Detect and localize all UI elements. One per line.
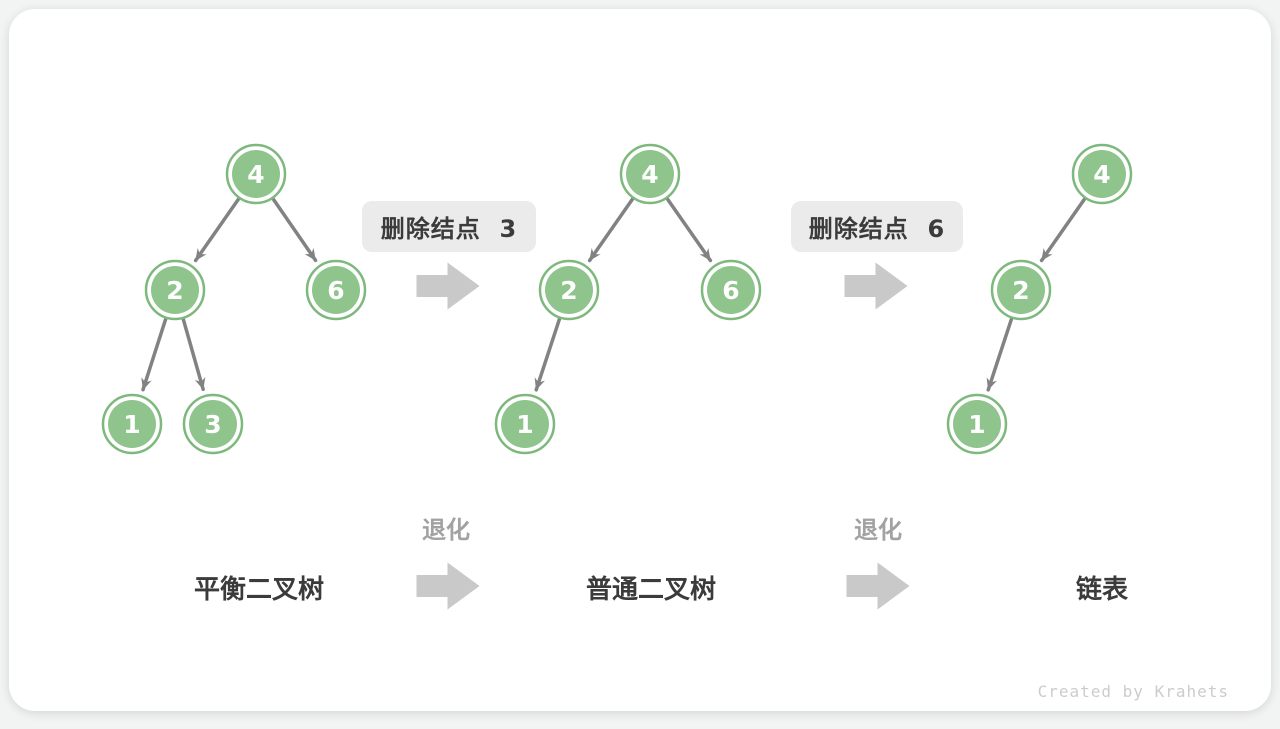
tree-edge xyxy=(143,319,166,390)
tree-diagram-canvas: 4 2 6 1 3 4 2 6 1 4 2 1 xyxy=(9,9,1280,729)
transition-label-delete-node-6: 删除结点 6 xyxy=(791,201,963,252)
tree-node-value: 3 xyxy=(204,410,221,439)
tree-node-value: 6 xyxy=(327,276,344,305)
tree-edge xyxy=(536,319,559,390)
tree-node-4: 4 xyxy=(1073,145,1131,203)
tree-node-value: 2 xyxy=(560,276,577,305)
tree-node-value: 1 xyxy=(968,410,985,439)
tree-node-value: 1 xyxy=(123,410,140,439)
caption-linked-list: 链表 xyxy=(1076,569,1128,606)
caption-ordinary-binary-tree: 普通二叉树 xyxy=(586,569,716,606)
tree-node-value: 4 xyxy=(641,160,658,189)
transition-label-delete-node-3: 删除结点 3 xyxy=(362,201,536,252)
block-arrow xyxy=(845,263,908,310)
tree-node-1: 1 xyxy=(948,395,1006,453)
watermark-credit: Created by Krahets xyxy=(1038,682,1229,701)
tree-node-6: 6 xyxy=(307,261,365,319)
tree-node-2: 2 xyxy=(540,261,598,319)
tree-edge xyxy=(183,319,203,390)
diagram-card: 4 2 6 1 3 4 2 6 1 4 2 1 删除结点 3 删除结点 6 退化 退化 平衡二叉树 普… xyxy=(9,9,1271,711)
tree-edge xyxy=(273,199,316,261)
tree-node-1: 1 xyxy=(496,395,554,453)
tree-node-2: 2 xyxy=(992,261,1050,319)
tree-node-value: 4 xyxy=(247,160,264,189)
tree-edge xyxy=(988,319,1011,390)
tree-node-2: 2 xyxy=(146,261,204,319)
block-arrow xyxy=(847,563,910,610)
caption-balanced-binary-tree: 平衡二叉树 xyxy=(194,569,324,606)
tree-node-3: 3 xyxy=(184,395,242,453)
tree-node-1: 1 xyxy=(103,395,161,453)
tree-edge xyxy=(1042,199,1085,261)
block-arrow xyxy=(417,263,480,310)
tree-node-value: 1 xyxy=(516,410,533,439)
tree-node-value: 2 xyxy=(166,276,183,305)
degrade-label-2: 退化 xyxy=(854,510,902,545)
block-arrow xyxy=(417,563,480,610)
tree-node-value: 4 xyxy=(1093,160,1110,189)
tree-edge xyxy=(590,199,633,261)
tree-edge xyxy=(196,199,239,261)
tree-node-6: 6 xyxy=(702,261,760,319)
tree-node-value: 6 xyxy=(722,276,739,305)
tree-node-4: 4 xyxy=(227,145,285,203)
tree-edge xyxy=(667,199,710,261)
tree-node-4: 4 xyxy=(621,145,679,203)
degrade-label-1: 退化 xyxy=(422,510,470,545)
tree-node-value: 2 xyxy=(1012,276,1029,305)
